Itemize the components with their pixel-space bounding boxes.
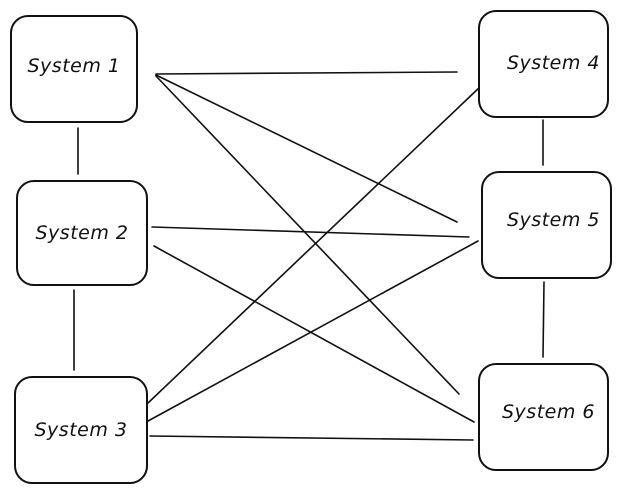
system-5-label: System 5	[507, 209, 600, 231]
edge-system-3-system-4	[147, 85, 482, 404]
system-3-label: System 3	[34, 419, 128, 441]
system-2-label: System 2	[35, 222, 129, 244]
system-6-label: System 6	[502, 401, 595, 423]
system-2-node[interactable]: System 2	[16, 180, 148, 286]
edge-system-2-system-6	[153, 245, 475, 423]
edge-system-2-system-5	[151, 226, 470, 238]
edge-system-3-system-5	[147, 240, 479, 422]
system-1-label: System 1	[27, 55, 121, 77]
edge-system-1-system-4	[155, 71, 458, 75]
edge-system-1-system-6	[155, 75, 460, 395]
system-4-node[interactable]: System 4	[478, 10, 609, 118]
edge-system-5-system-6	[542, 281, 545, 358]
system-5-node[interactable]: System 5	[481, 171, 612, 279]
edge-system-1-system-5	[155, 74, 458, 223]
system-1-node[interactable]: System 1	[10, 15, 138, 123]
edge-system-3-system-6	[149, 435, 474, 441]
system-4-label: System 4	[507, 52, 600, 74]
system-3-node[interactable]: System 3	[14, 376, 148, 484]
system-6-node[interactable]: System 6	[478, 363, 609, 471]
